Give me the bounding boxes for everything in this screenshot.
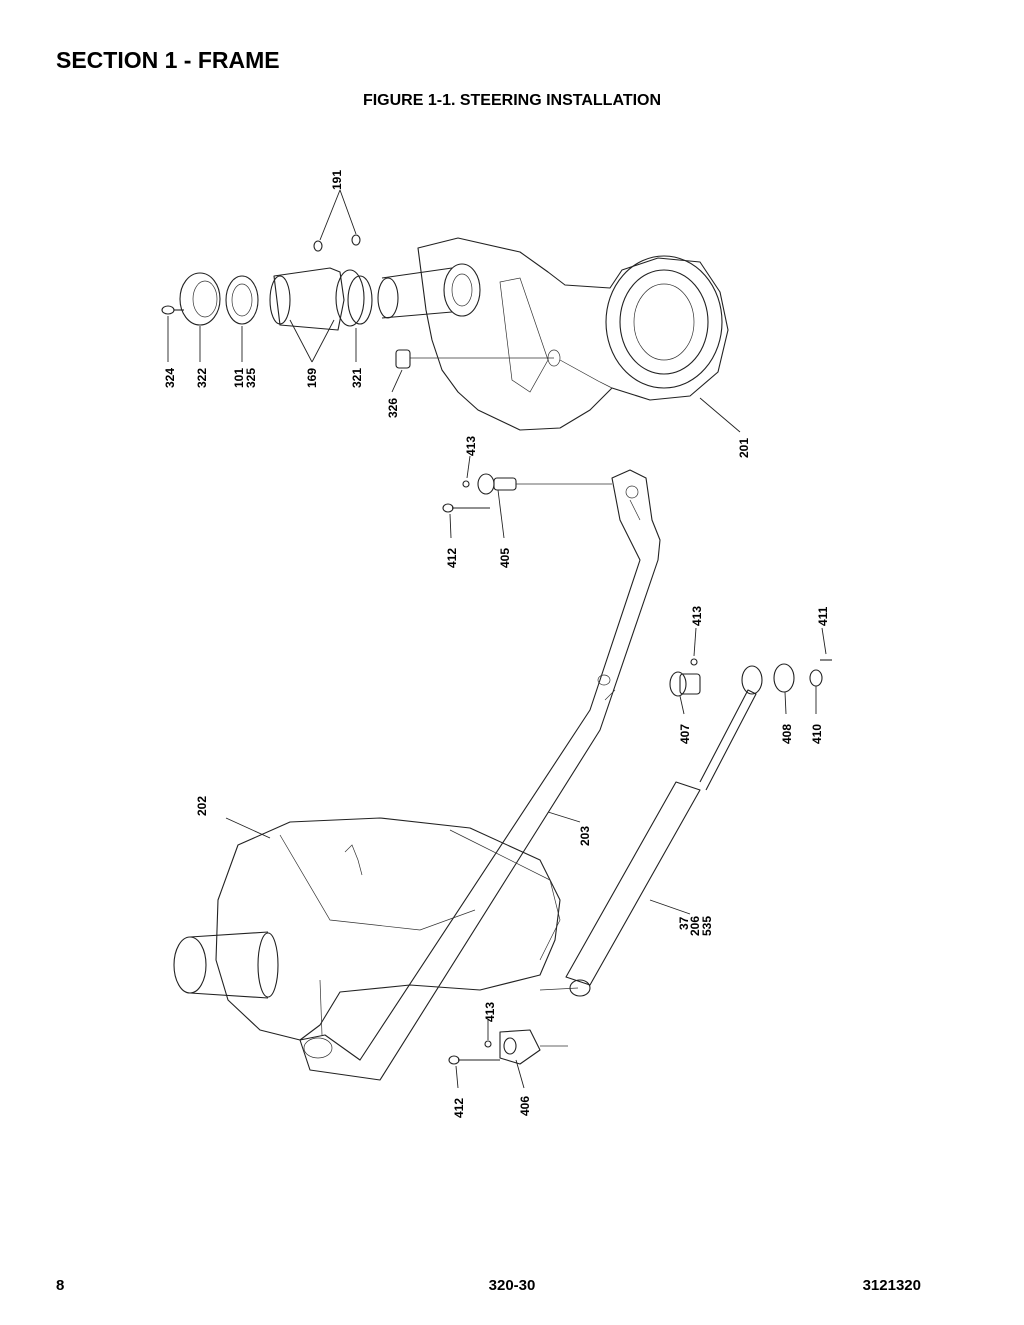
- callout-412-upper: 412: [445, 548, 459, 568]
- callout-405: 405: [498, 548, 512, 568]
- callout-201: 201: [737, 438, 751, 458]
- callout-326: 326: [386, 398, 400, 418]
- callout-407: 407: [678, 724, 692, 744]
- spindle-housing-202: [173, 817, 561, 1041]
- exploded-spindle-parts: [161, 234, 554, 369]
- spindle-housing-201: [377, 237, 729, 431]
- model-number: 320-30: [488, 1277, 536, 1294]
- callout-202: 202: [195, 796, 209, 816]
- callout-101: 101: [232, 368, 246, 388]
- callout-191: 191: [330, 170, 344, 190]
- callout-408: 408: [780, 724, 794, 744]
- section-title: SECTION 1 - FRAME: [56, 47, 280, 73]
- callout-321: 321: [350, 368, 364, 388]
- callout-206: 206: [688, 916, 702, 936]
- callout-535: 535: [700, 916, 714, 936]
- callout-37: 37: [677, 916, 691, 930]
- page-number: 8: [56, 1277, 65, 1294]
- callout-413-middle: 413: [690, 606, 704, 626]
- hardware-parts: [442, 473, 832, 1065]
- leader-lines: [167, 189, 827, 1089]
- callout-413-lower: 413: [483, 1002, 497, 1022]
- callout-406: 406: [518, 1096, 532, 1116]
- callout-169: 169: [305, 368, 319, 388]
- steering-cylinder-37: [539, 665, 763, 997]
- callout-413-upper: 413: [464, 436, 478, 456]
- steering-link-203: [299, 469, 661, 1081]
- callout-numbers: 191 324 322 101 325 169 321 326 201 413 …: [163, 170, 830, 1118]
- figure-title: FIGURE 1-1. STEERING INSTALLATION: [362, 92, 662, 109]
- callout-322: 322: [195, 368, 209, 388]
- callout-410: 410: [810, 724, 824, 744]
- callout-412-lower: 412: [452, 1098, 466, 1118]
- callout-325: 325: [244, 368, 258, 388]
- callout-324: 324: [163, 368, 177, 388]
- callout-203: 203: [578, 826, 592, 846]
- document-number: 3121320: [862, 1277, 921, 1294]
- callout-411: 411: [816, 606, 830, 626]
